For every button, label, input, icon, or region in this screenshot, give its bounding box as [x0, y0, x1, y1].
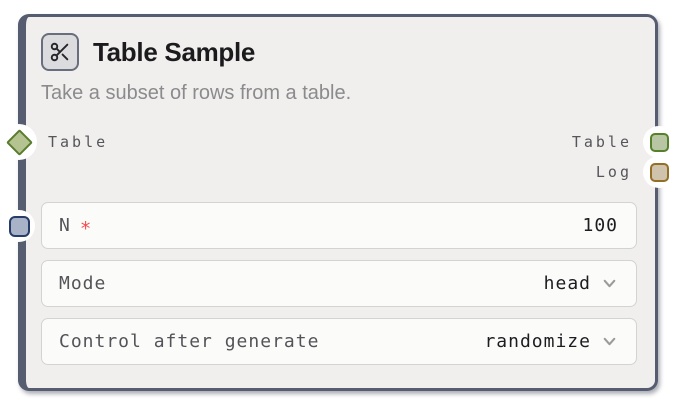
field-mode-label: Mode	[59, 273, 107, 294]
chevron-down-icon[interactable]	[601, 275, 618, 292]
field-control-after-generate-select[interactable]: randomize	[484, 331, 618, 352]
square-port-icon[interactable]	[649, 162, 669, 182]
node-title: Table Sample	[93, 36, 256, 67]
diamond-port-icon[interactable]	[5, 128, 33, 156]
field-mode[interactable]: Mode head	[41, 260, 637, 307]
field-n[interactable]: N* 100	[41, 202, 637, 249]
output-log-label: Log	[595, 163, 632, 181]
node-subtitle: Take a subset of rows from a table.	[41, 82, 352, 104]
fields-container: N* 100 Mode head Control after genera	[41, 202, 637, 365]
node-table-sample[interactable]: Table Sample Take a subset of rows from …	[1, 14, 674, 391]
scissors-icon	[41, 33, 79, 71]
required-indicator: *	[79, 217, 93, 240]
input-port-n[interactable]	[3, 210, 35, 242]
field-n-value[interactable]: 100	[582, 215, 618, 236]
field-control-after-generate[interactable]: Control after generate randomize	[41, 318, 637, 365]
output-table-label: Table	[571, 133, 632, 151]
input-port-table[interactable]	[1, 124, 37, 160]
chevron-down-icon[interactable]	[601, 333, 618, 350]
output-port-log[interactable]	[643, 156, 674, 188]
field-n-label: N*	[59, 215, 93, 240]
square-port-icon[interactable]	[8, 215, 30, 237]
field-mode-select[interactable]: head	[544, 273, 618, 294]
input-table-label: Table	[48, 133, 109, 151]
node-header: Table Sample	[41, 32, 255, 72]
square-port-icon[interactable]	[649, 132, 669, 152]
output-port-table[interactable]	[643, 126, 674, 158]
field-control-after-generate-label: Control after generate	[59, 331, 320, 352]
